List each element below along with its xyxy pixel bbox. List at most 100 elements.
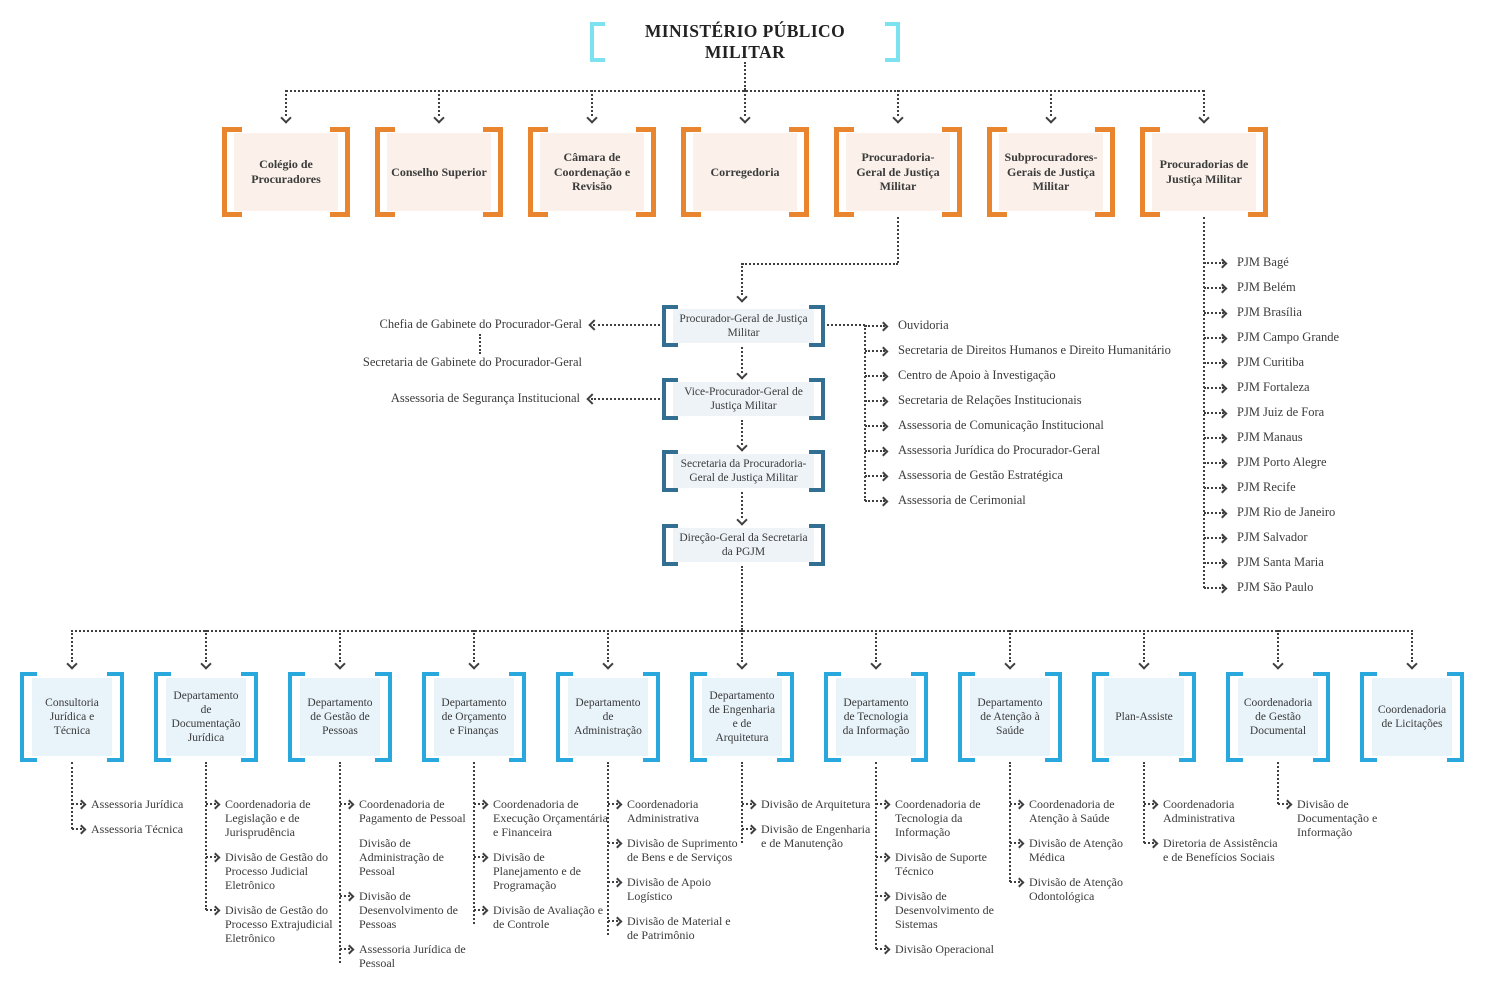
connector-line	[1143, 630, 1145, 662]
arrow-down-icon	[739, 112, 751, 124]
bracket-left-icon	[556, 672, 573, 762]
arrow-down-icon	[433, 112, 445, 124]
org-box-label: Corregedoria	[710, 164, 780, 179]
org-unit-label: Assessoria Jurídica do Procurador-Geral	[898, 443, 1101, 457]
org-unit-label: Coordenadoria de Legislação e de Jurispr…	[225, 797, 311, 839]
dept-children-col: Coordenadoria de Legislação e de Jurispr…	[206, 797, 340, 956]
bracket-right-icon	[789, 127, 809, 217]
org-unit-label: Divisão Operacional	[895, 942, 994, 956]
connector-line	[744, 90, 746, 116]
bracket-right-icon	[809, 524, 825, 566]
connector-line	[285, 90, 287, 116]
org-unit-label: Divisão de Avaliação e de Controle	[493, 903, 604, 931]
org-unit-item: PJM Recife	[1204, 475, 1339, 500]
org-unit-label: PJM Brasília	[1237, 305, 1302, 319]
arrow-down-icon	[468, 658, 480, 670]
connector-line	[438, 90, 440, 116]
org-unit-label: Divisão de Suporte Técnico	[895, 850, 987, 878]
arrow-right-icon	[474, 909, 484, 911]
dept-children-col: Divisão de Arquitetura Divisão de Engenh…	[742, 797, 876, 861]
arrow-right-icon	[1204, 336, 1224, 339]
org-box-label: Consultoria Jurídica e Técnica	[45, 696, 99, 737]
org-unit-label: PJM Recife	[1237, 480, 1296, 494]
org-unit-label: Assessoria de Gestão Estratégica	[898, 468, 1063, 482]
arrow-right-icon	[1204, 286, 1224, 289]
bracket-right-icon	[911, 672, 928, 762]
arrow-left-icon	[586, 393, 598, 405]
bracket-right-icon	[942, 127, 962, 217]
arrow-right-icon	[742, 828, 752, 830]
bracket-left-icon	[1140, 127, 1160, 217]
bracket-left-icon	[154, 672, 171, 762]
org-unit-item: Assessoria Jurídica de Pessoal	[340, 942, 474, 970]
org-unit-label: Divisão de Desenvolvimento de Sistemas	[895, 889, 994, 931]
arrow-right-icon	[1144, 803, 1154, 805]
arrow-right-icon	[206, 856, 216, 858]
org-unit-label: Coordenadoria de Tecnologia da Informaçã…	[895, 797, 981, 839]
org-box-dep-administracao: Departamento de Administração	[556, 672, 660, 762]
org-unit-label: PJM Salvador	[1237, 530, 1308, 544]
arrow-down-icon	[602, 658, 614, 670]
arrow-right-icon	[608, 881, 618, 883]
org-box-dep-engenharia-arquitetura: Departamento de Engenharia e de Arquitet…	[690, 672, 794, 762]
org-unit-label: Divisão de Atenção Médica	[1029, 836, 1123, 864]
connector-line	[744, 62, 746, 90]
org-unit-label: PJM Porto Alegre	[1237, 455, 1327, 469]
arrow-down-icon	[1004, 658, 1016, 670]
org-box-dep-documentacao-juridica: Departamento de Documentação Jurídica	[154, 672, 258, 762]
org-unit-label: PJM Manaus	[1237, 430, 1303, 444]
org-box-camara-coordenacao-revisao: Câmara de Coordenação e Revisão	[528, 127, 656, 217]
bracket-left-icon	[662, 378, 678, 420]
org-unit-label: Centro de Apoio à Investigação	[898, 368, 1056, 382]
dept-children-col: Coordenadoria de Pagamento de Pessoal Di…	[340, 797, 474, 981]
arrow-down-icon	[586, 112, 598, 124]
org-box-label: Procurador-Geral de Justiça Militar	[679, 312, 808, 339]
arrow-right-icon	[1204, 561, 1224, 564]
arrow-right-icon	[1204, 536, 1224, 539]
org-box-colegio-de-procuradores: Colégio de Procuradores	[222, 127, 350, 217]
org-unit-item: Ouvidoria	[865, 313, 1171, 338]
org-unit-item: Secretaria de Relações Institucionais	[865, 388, 1171, 413]
bracket-right-icon	[241, 672, 258, 762]
arrow-right-icon	[876, 895, 886, 897]
org-unit-label: Divisão de Planejamento e de Programação	[493, 850, 581, 892]
connector-line	[71, 630, 73, 662]
dept-children-col: Coordenadoria de Execução Orçamentária e…	[474, 797, 608, 942]
bracket-right-icon	[1179, 672, 1196, 762]
org-unit-label: Secretaria de Direitos Humanos e Direito…	[898, 343, 1171, 357]
arrow-right-icon	[1204, 411, 1224, 414]
connector-line	[339, 630, 341, 662]
org-unit-item: Divisão de Engenharia e de Manutenção	[742, 822, 876, 850]
org-box-label: Conselho Superior	[391, 164, 487, 179]
org-unit-label: Divisão de Gestão do Processo Judicial E…	[225, 850, 328, 892]
org-box-coord-gestao-documental: Coordenadoria de Gestão Documental	[1226, 672, 1330, 762]
org-unit-label: PJM Curitiba	[1237, 355, 1305, 369]
dept-children-col: Divisão de Documentação e Informação	[1278, 797, 1412, 850]
arrow-right-icon	[876, 856, 886, 858]
org-unit-label: Coordenadoria de Execução Orçamentária e…	[493, 797, 608, 839]
arrow-right-icon	[876, 948, 886, 950]
connector-line	[864, 325, 866, 501]
connector-line	[897, 217, 899, 263]
bracket-right-icon	[809, 378, 825, 420]
arrow-down-icon	[736, 658, 748, 670]
arrow-down-icon	[1045, 112, 1057, 124]
connector-line	[607, 762, 609, 935]
org-unit-item: Assessoria de Cerimonial	[865, 488, 1171, 513]
bracket-left-icon	[20, 672, 37, 762]
org-unit-label: Assessoria Jurídica	[91, 797, 184, 811]
org-unit-item: Divisão de Desenvolvimento de Pessoas	[340, 889, 474, 931]
org-box-corregedoria: Corregedoria	[681, 127, 809, 217]
bracket-left-icon	[662, 305, 678, 347]
org-box-label: Departamento de Engenharia e de Arquitet…	[708, 689, 776, 745]
bracket-left-icon	[987, 127, 1007, 217]
arrow-right-icon	[608, 920, 618, 922]
org-unit-label: Secretaria de Gabinete do Procurador-Ger…	[362, 355, 582, 369]
arrow-right-icon	[865, 449, 885, 452]
connector-line	[607, 630, 609, 662]
org-unit-label: Divisão de Documentação e Informação	[1297, 797, 1378, 839]
arrow-right-icon	[72, 803, 82, 805]
org-unit-item: Secretaria de Direitos Humanos e Direito…	[865, 338, 1171, 363]
org-unit-label: Assessoria de Segurança Institucional	[390, 391, 580, 405]
org-unit-label: Divisão de Apoio Logístico	[627, 875, 711, 903]
